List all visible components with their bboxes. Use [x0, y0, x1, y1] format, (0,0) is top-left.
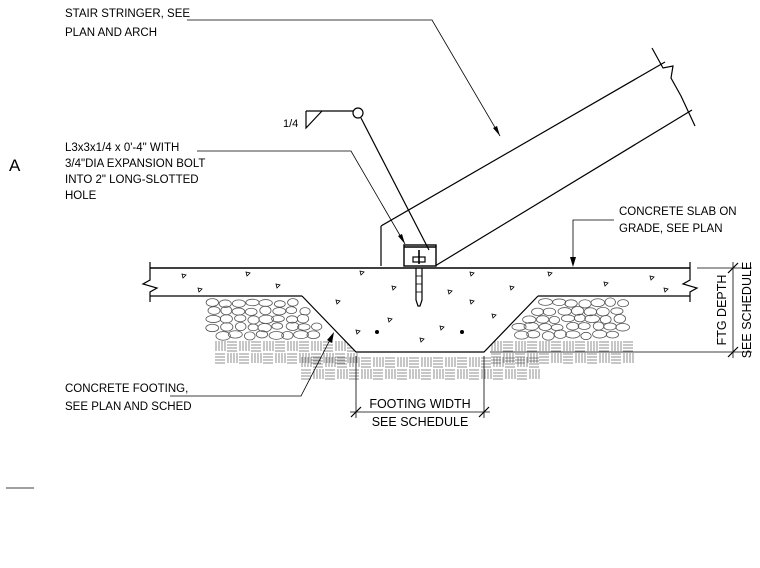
ftg-depth-schedule: SEE SCHEDULE	[740, 262, 754, 359]
dimension-ftg-depth: FTG DEPTH SEE SCHEDULE	[490, 262, 754, 359]
callout-text: CONCRETE FOOTING,	[65, 383, 188, 395]
svg-text:GRADE, SEE PLAN: GRADE, SEE PLAN	[619, 223, 723, 235]
callout-stair-stringer: STAIR STRINGER, SEE PLAN AND ARCH	[65, 8, 501, 137]
ftg-depth-label: FTG DEPTH	[715, 275, 729, 346]
footing-width-schedule: SEE SCHEDULE	[372, 415, 469, 429]
rebar-dot	[460, 330, 464, 334]
svg-text:HOLE: HOLE	[65, 190, 97, 202]
concrete-slab-and-footing	[141, 262, 699, 353]
left-break-line	[141, 262, 159, 302]
callout-angle-bolt: L3x3x1/4 x 0'-4" WITH 3/4"DIA EXPANSION …	[65, 142, 406, 245]
callout-text: STAIR STRINGER, SEE	[65, 8, 190, 20]
svg-text:L3x3x1/4 x 0'-4" WITH: L3x3x1/4 x 0'-4" WITH	[65, 142, 179, 154]
leader-arrow	[398, 234, 405, 244]
svg-text:3/4"DIA EXPANSION BOLT: 3/4"DIA EXPANSION BOLT	[65, 158, 205, 170]
callout-concrete-slab: CONCRETE SLAB ON GRADE, SEE PLAN	[570, 206, 737, 267]
aggregate-base	[205, 297, 630, 341]
weld-symbol: 1/4	[283, 107, 430, 251]
weld-all-around-circle	[352, 107, 364, 119]
callout-text: GRADE, SEE PLAN	[619, 223, 723, 235]
callout-concrete-footing: CONCRETE FOOTING, SEE PLAN AND SCHED	[65, 332, 334, 413]
stair-stringer	[380, 47, 696, 267]
right-break-line	[681, 262, 699, 302]
detail-mark: A	[9, 156, 21, 175]
dimension-footing-width: FOOTING WIDTH SEE SCHEDULE	[350, 356, 490, 429]
callout-text: HOLE	[65, 190, 97, 202]
compacted-soil-hatch	[215, 341, 634, 380]
svg-text:PLAN AND ARCH: PLAN AND ARCH	[65, 27, 157, 39]
svg-text:CONCRETE SLAB ON: CONCRETE SLAB ON	[619, 206, 737, 218]
leader-arrow	[327, 332, 334, 343]
svg-text:SEE PLAN AND SCHED: SEE PLAN AND SCHED	[65, 401, 192, 413]
leader-arrow	[493, 126, 500, 136]
footing-width-label: FOOTING WIDTH	[369, 397, 470, 411]
callout-text: L3x3x1/4 x 0'-4" WITH	[65, 142, 179, 154]
callout-text: PLAN AND ARCH	[65, 27, 157, 39]
svg-text:STAIR STRINGER, SEE: STAIR STRINGER, SEE	[65, 8, 190, 20]
callout-text: INTO 2" LONG-SLOTTED	[65, 174, 199, 186]
callout-text: 3/4"DIA EXPANSION BOLT	[65, 158, 205, 170]
svg-text:INTO 2" LONG-SLOTTED: INTO 2" LONG-SLOTTED	[65, 174, 199, 186]
callout-text: SEE PLAN AND SCHED	[65, 401, 192, 413]
stringer-break-line	[651, 47, 696, 127]
svg-text:CONCRETE FOOTING,: CONCRETE FOOTING,	[65, 383, 188, 395]
rebar-dot	[375, 330, 379, 334]
steel-angle-with-bolt	[403, 244, 437, 307]
weld-size: 1/4	[283, 118, 298, 130]
leader-arrow	[570, 257, 576, 267]
callout-text: CONCRETE SLAB ON	[619, 206, 737, 218]
